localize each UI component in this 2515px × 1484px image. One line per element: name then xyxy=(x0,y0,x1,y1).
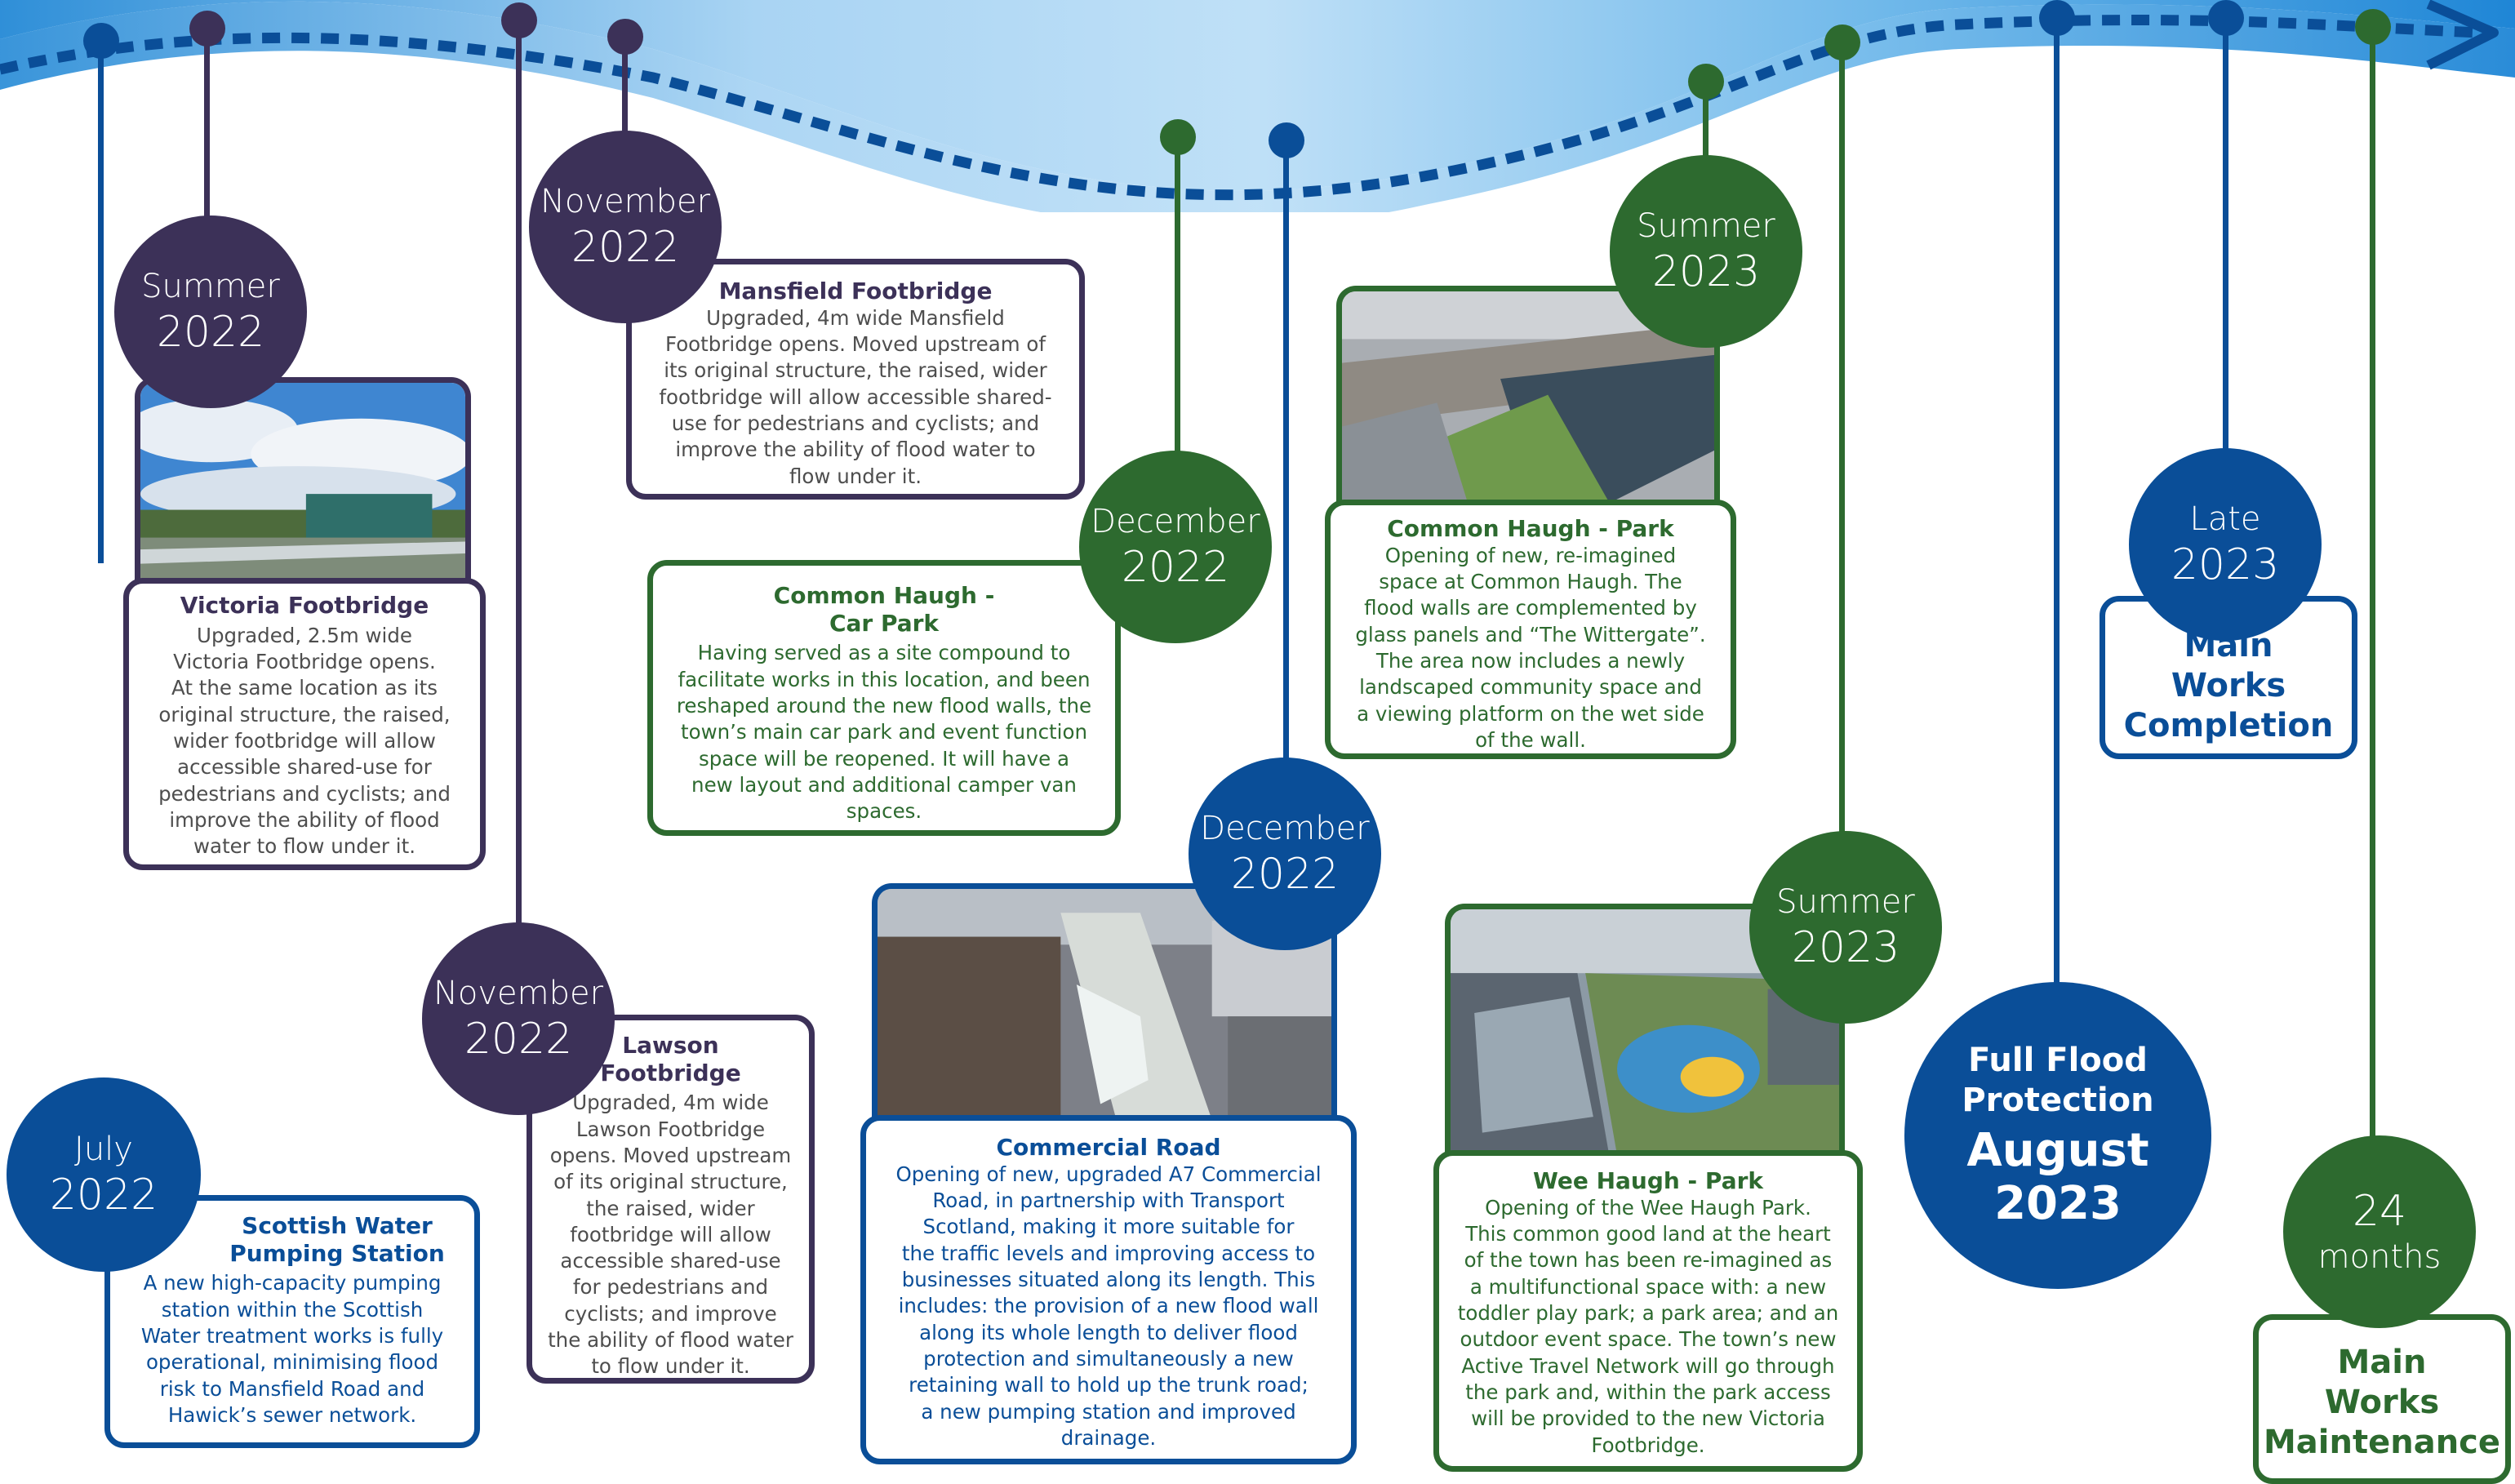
stem-wee-haugh-2023 xyxy=(1839,42,1845,859)
scottish-water-body: A new high-capacity pumping station with… xyxy=(140,1271,444,1427)
stem-24-months xyxy=(2370,27,2375,1251)
main-works-completion-title: Main Works Completion xyxy=(2123,627,2334,744)
stem-july-2022 xyxy=(98,41,104,563)
stem-late-2023 xyxy=(2223,18,2228,508)
november-2022-lawson-circle: November 2022 xyxy=(422,922,615,1115)
full-flood-protection-label: Full Flood Protection xyxy=(1962,1041,2154,1119)
scottish-water-title: Scottish Water Pumping Station xyxy=(229,1212,445,1267)
stem-summer-2022 xyxy=(204,29,210,224)
dot-july-2022 xyxy=(83,23,119,59)
wee-haugh-park-body: Opening of the Wee Haugh Park. This comm… xyxy=(1457,1195,1839,1457)
mansfield-footbridge-body: Upgraded, 4m wide Mansfield Footbridge o… xyxy=(659,305,1052,488)
commercial-road-title: Commercial Road xyxy=(996,1134,1221,1161)
december-2022-commercial-circle: December 2022 xyxy=(1189,758,1381,950)
full-flood-protection-date: August 2023 xyxy=(1966,1124,2149,1230)
common-haugh-car-park-title: Common Haugh - Car Park xyxy=(773,582,995,637)
stem-mansfield-2022 xyxy=(622,37,628,143)
dot-summer-2022 xyxy=(189,11,225,47)
summer-2023-wee-haugh-circle: Summer 2023 xyxy=(1749,831,1942,1024)
wee-haugh-park-card: Wee Haugh - Park Opening of the Wee Haug… xyxy=(1433,1150,1863,1472)
lawson-footbridge-body: Upgraded, 4m wide Lawson Footbridge open… xyxy=(548,1091,793,1379)
wee-haugh-park-title: Wee Haugh - Park xyxy=(1532,1167,1764,1194)
dot-commercial-road-2022 xyxy=(1269,122,1304,158)
main-works-maintenance-card: Main Works Maintenance xyxy=(2253,1314,2511,1484)
chevron-right-icon xyxy=(2426,0,2499,70)
common-haugh-park-body: Opening of new, re-imagined space at Com… xyxy=(1355,543,1706,752)
common-haugh-park-title: Common Haugh - Park xyxy=(1387,515,1674,542)
full-flood-protection-circle: Full Flood Protection August 2023 xyxy=(1904,982,2211,1289)
lawson-footbridge-title: Lawson Footbridge xyxy=(600,1032,741,1086)
summer-2022-circle: Summer 2022 xyxy=(114,215,307,408)
victoria-footbridge-body: Upgraded, 2.5m wide Victoria Footbridge … xyxy=(158,623,451,859)
stem-full-flood-2023 xyxy=(2054,18,2060,1014)
victoria-footbridge-card: Victoria Footbridge Upgraded, 2.5m wide … xyxy=(123,578,486,870)
december-2022-car-park-circle: December 2022 xyxy=(1079,451,1272,643)
common-haugh-park-card: Common Haugh - Park Opening of new, re-i… xyxy=(1325,500,1736,759)
stem-common-haugh-park-2023 xyxy=(1703,82,1709,220)
commercial-road-card: Commercial Road Opening of new, upgraded… xyxy=(860,1115,1357,1464)
victoria-footbridge-title: Victoria Footbridge xyxy=(180,592,429,619)
timeline-wave xyxy=(0,0,2515,212)
dot-wee-haugh-2023 xyxy=(1824,24,1860,60)
main-works-maintenance-title: Main Works Maintenance xyxy=(2263,1344,2501,1461)
july-2022-circle: July 2022 xyxy=(7,1077,201,1272)
late-2023-circle: Late 2023 xyxy=(2129,448,2322,641)
mansfield-footbridge-title: Mansfield Footbridge xyxy=(718,278,993,304)
dot-late-2023 xyxy=(2208,0,2244,36)
commercial-road-body: Opening of new, upgraded A7 Commercial R… xyxy=(895,1162,1322,1450)
dot-lawson-2022 xyxy=(501,2,537,38)
dot-common-haugh-park-2023 xyxy=(1688,64,1724,100)
24-months-circle: 24 months xyxy=(2283,1135,2476,1328)
lawson-footbridge-card: Lawson Footbridge Upgraded, 4m wide Laws… xyxy=(527,1015,815,1384)
dot-full-flood-2023 xyxy=(2039,0,2075,36)
scottish-water-card: Scottish Water Pumping Station A new hig… xyxy=(104,1195,480,1448)
summer-2023-common-haugh-circle: Summer 2023 xyxy=(1610,155,1802,348)
dashed-timeline-path xyxy=(0,15,2482,201)
common-haugh-car-park-body: Having served as a site compound to faci… xyxy=(676,641,1092,824)
mansfield-footbridge-card: Mansfield Footbridge Upgraded, 4m wide M… xyxy=(626,259,1085,500)
common-haugh-car-park-card: Common Haugh - Car Park Having served as… xyxy=(647,560,1121,836)
stem-car-park-2022 xyxy=(1175,137,1180,464)
dot-car-park-2022 xyxy=(1160,119,1196,155)
dot-mansfield-2022 xyxy=(607,19,643,55)
november-2022-mansfield-circle: November 2022 xyxy=(529,131,722,323)
victoria-footbridge-photo xyxy=(135,377,471,583)
stem-commercial-road-2022 xyxy=(1283,140,1289,777)
stem-lawson-2022 xyxy=(516,20,522,926)
dot-24-months xyxy=(2355,9,2391,45)
wee-haugh-park-photo xyxy=(1445,904,1845,1155)
